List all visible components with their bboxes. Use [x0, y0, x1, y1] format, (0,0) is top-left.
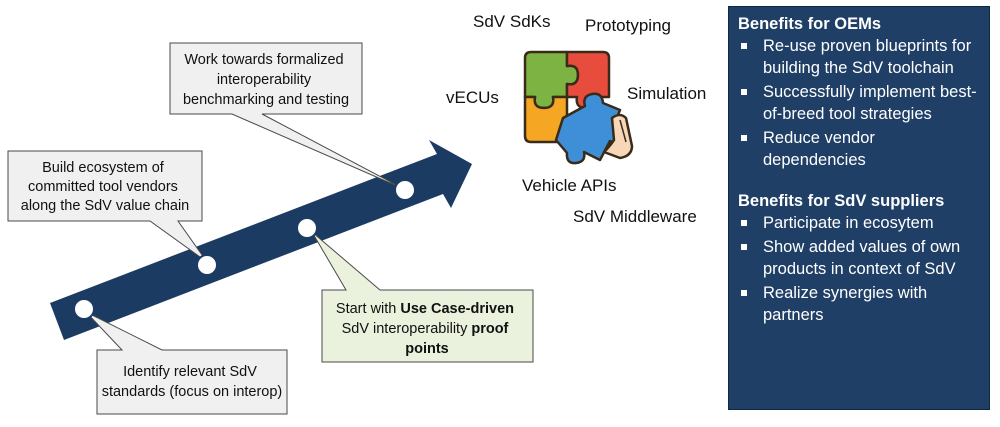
puzzle-icon — [523, 50, 634, 165]
benefits-oems-title: Benefits for OEMs — [738, 15, 882, 33]
callout-identify-text: Identify relevant SdV standards (focus o… — [102, 364, 283, 400]
callout-start — [311, 231, 534, 363]
benefits-panel: Benefits for OEMs Re-use proven blueprin… — [728, 6, 990, 410]
milestone-1 — [73, 298, 95, 320]
label-vecus: vECUs — [446, 88, 499, 107]
label-sdv-sdks: SdV SdKs — [473, 12, 551, 31]
callout-identify — [85, 311, 288, 415]
label-simulation: Simulation — [627, 84, 707, 103]
roadmap-arrow — [50, 140, 472, 340]
callout-work-text: Work towards formalized interoperability… — [183, 52, 349, 108]
callout-build-text: Build ecosystem of committed tool vendor… — [21, 160, 190, 214]
benefit-supplier-item: Show added values of own products in con… — [738, 236, 979, 280]
benefit-supplier-item: Realize synergies with partners — [738, 282, 979, 326]
milestone-2 — [196, 254, 218, 276]
callout-work — [169, 42, 405, 190]
benefits-suppliers-list: Participate in ecosytem Show added value… — [738, 212, 979, 326]
milestone-4 — [394, 179, 416, 201]
benefit-supplier-item: Participate in ecosytem — [738, 212, 979, 234]
benefits-oems-list: Re-use proven blueprints for building th… — [738, 35, 979, 171]
benefit-oem-item: Successfully implement best-of-breed too… — [738, 81, 979, 125]
label-prototyping: Prototyping — [585, 16, 671, 35]
callout-start-text: Start with Use Case-driven SdV interoper… — [336, 301, 518, 357]
benefits-suppliers-title: Benefits for SdV suppliers — [738, 192, 945, 210]
benefit-oem-item: Reduce vendor dependencies — [738, 127, 979, 171]
label-sdv-middleware: SdV Middleware — [573, 207, 697, 226]
callout-build — [7, 150, 208, 263]
milestone-3 — [296, 217, 318, 239]
label-vehicle-apis: Vehicle APIs — [522, 176, 617, 195]
benefit-oem-item: Re-use proven blueprints for building th… — [738, 35, 979, 79]
